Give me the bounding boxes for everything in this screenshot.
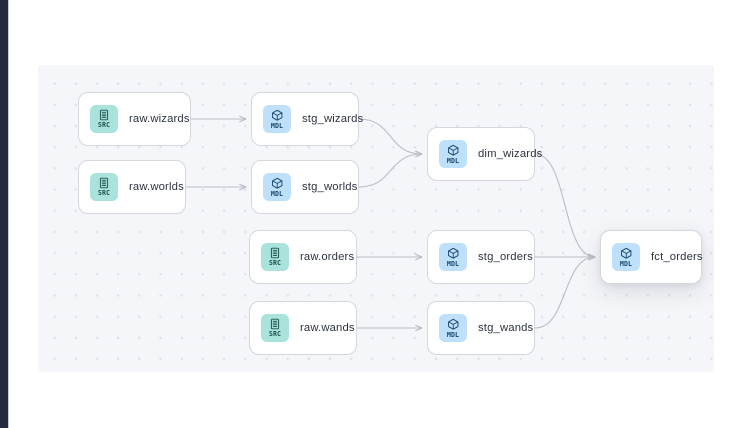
lineage-canvas[interactable]: SRC raw.wizards SRC raw.worlds SRC raw.orde… — [38, 65, 714, 372]
cube-icon: MDL — [612, 243, 640, 271]
cube-icon: MDL — [439, 140, 467, 168]
node-label: raw.worlds — [129, 181, 184, 193]
cube-icon: MDL — [439, 243, 467, 271]
lineage-edge-dim_wizards-to-fct_orders — [534, 153, 595, 257]
node-label: fct_orders — [651, 251, 703, 263]
left-rail-divider — [8, 0, 9, 428]
database-icon: SRC — [261, 243, 289, 271]
cube-icon: MDL — [439, 314, 467, 342]
lineage-node-stg_orders[interactable]: MDL stg_orders — [427, 230, 535, 284]
node-label: stg_wizards — [302, 113, 364, 125]
node-label: raw.wands — [300, 322, 355, 334]
lineage-edge-stg_worlds-to-dim_wizards — [358, 154, 422, 188]
lineage-node-raw_orders[interactable]: SRC raw.orders — [249, 230, 357, 284]
node-label: stg_worlds — [302, 181, 358, 193]
database-icon: SRC — [90, 105, 118, 133]
node-kind-tag: SRC — [268, 330, 282, 339]
lineage-node-raw_worlds[interactable]: SRC raw.worlds — [78, 160, 186, 214]
database-icon: SRC — [90, 173, 118, 201]
node-kind-tag: MDL — [446, 259, 460, 268]
lineage-node-fct_orders[interactable]: MDL fct_orders — [600, 230, 703, 284]
cube-icon: MDL — [263, 105, 291, 133]
node-kind-tag: MDL — [270, 121, 284, 130]
node-kind-tag: SRC — [268, 259, 282, 268]
node-label: stg_wands — [478, 322, 534, 334]
cube-icon: MDL — [263, 173, 291, 201]
lineage-node-dim_wizards[interactable]: MDL dim_wizards — [427, 127, 542, 181]
lineage-node-raw_wands[interactable]: SRC raw.wands — [249, 301, 357, 355]
lineage-edge-stg_wizards-to-dim_wizards — [358, 118, 422, 154]
node-label: raw.wizards — [129, 113, 190, 125]
lineage-node-stg_worlds[interactable]: MDL stg_worlds — [251, 160, 359, 214]
lineage-edge-stg_wands-to-fct_orders — [534, 257, 595, 329]
lineage-node-stg_wizards[interactable]: MDL stg_wizards — [251, 92, 363, 146]
node-kind-tag: MDL — [270, 189, 284, 198]
node-kind-tag: MDL — [446, 330, 460, 339]
node-label: raw.orders — [300, 251, 355, 263]
left-rail — [0, 0, 8, 428]
database-icon: SRC — [261, 314, 289, 342]
node-label: dim_wizards — [478, 148, 543, 160]
lineage-node-raw_wizards[interactable]: SRC raw.wizards — [78, 92, 191, 146]
lineage-node-stg_wands[interactable]: MDL stg_wands — [427, 301, 535, 355]
node-kind-tag: MDL — [446, 156, 460, 165]
node-kind-tag: MDL — [619, 259, 633, 268]
node-kind-tag: SRC — [97, 121, 111, 130]
node-kind-tag: SRC — [97, 189, 111, 198]
node-label: stg_orders — [478, 251, 533, 263]
